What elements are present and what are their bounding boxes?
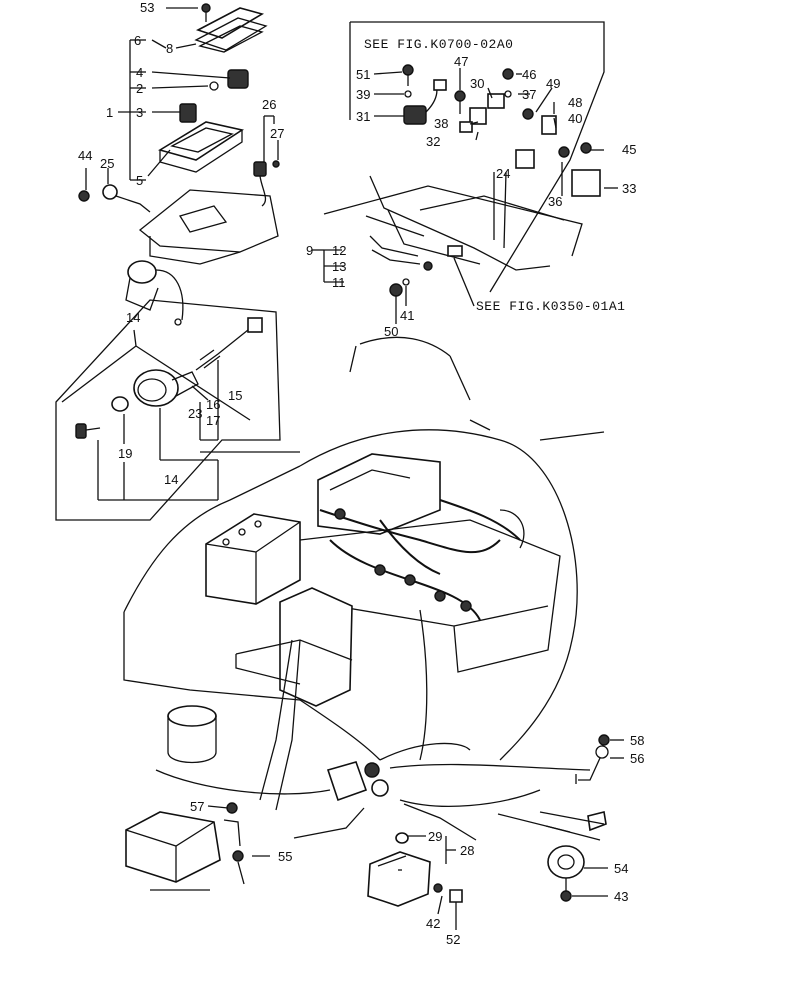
callout-15: 15	[228, 388, 242, 403]
callout-52: 52	[446, 932, 460, 947]
leaders-top-left	[85, 7, 279, 190]
callout-42: 42	[426, 916, 440, 931]
callout-8: 8	[166, 41, 173, 56]
callout-58: 58	[630, 733, 644, 748]
callout-6: 6	[134, 33, 141, 48]
callout-45: 45	[622, 142, 636, 157]
callout-5: 5	[136, 173, 143, 188]
callout-36: 36	[548, 194, 562, 209]
callout-43: 43	[614, 889, 628, 904]
callout-47: 47	[454, 54, 468, 69]
callout-13: 13	[332, 259, 346, 274]
callout-9: 9	[306, 243, 313, 258]
callout-40: 40	[568, 111, 582, 126]
callout-38: 38	[434, 116, 448, 131]
callout-26: 26	[262, 97, 276, 112]
callout-32: 32	[426, 134, 440, 149]
callout-14-bottom: 14	[164, 472, 178, 487]
callout-55: 55	[278, 849, 292, 864]
callout-4: 4	[136, 65, 143, 80]
gauge-detail-box	[55, 299, 281, 521]
ref-fig-k0350: SEE FIG.K0350-01A1	[476, 299, 625, 314]
callout-24: 24	[496, 166, 510, 181]
callout-44: 44	[78, 148, 92, 163]
callout-31: 31	[356, 109, 370, 124]
callout-50: 50	[384, 324, 398, 339]
callout-30: 30	[470, 76, 484, 91]
callout-33: 33	[622, 181, 636, 196]
callout-2: 2	[136, 81, 143, 96]
callout-28: 28	[460, 843, 474, 858]
callout-12: 12	[332, 243, 346, 258]
callout-29: 29	[428, 829, 442, 844]
callout-46: 46	[522, 67, 536, 82]
callout-27: 27	[270, 126, 284, 141]
callout-57: 57	[190, 799, 204, 814]
callout-3: 3	[136, 105, 143, 120]
callout-53: 53	[140, 0, 154, 15]
machine-body	[123, 336, 605, 811]
callout-14-top: 14	[126, 310, 140, 325]
callout-25: 25	[100, 156, 114, 171]
callout-54: 54	[614, 861, 628, 876]
callout-39: 39	[356, 87, 370, 102]
callout-49: 49	[546, 76, 560, 91]
callout-23: 23	[188, 406, 202, 421]
bottom-parts	[125, 734, 624, 930]
callout-11: 11	[332, 275, 346, 290]
switch-panel-group	[78, 3, 280, 326]
callout-56: 56	[630, 751, 644, 766]
callout-17: 17	[206, 413, 220, 428]
callout-37: 37	[522, 87, 536, 102]
callout-51: 51	[356, 67, 370, 82]
callout-41: 41	[400, 308, 414, 323]
callout-48: 48	[568, 95, 582, 110]
callout-16: 16	[206, 397, 220, 412]
callout-1: 1	[106, 105, 113, 120]
callout-19: 19	[118, 446, 132, 461]
ref-fig-k0700: SEE FIG.K0700-02A0	[364, 37, 513, 52]
relay-bracket-box	[312, 21, 618, 324]
